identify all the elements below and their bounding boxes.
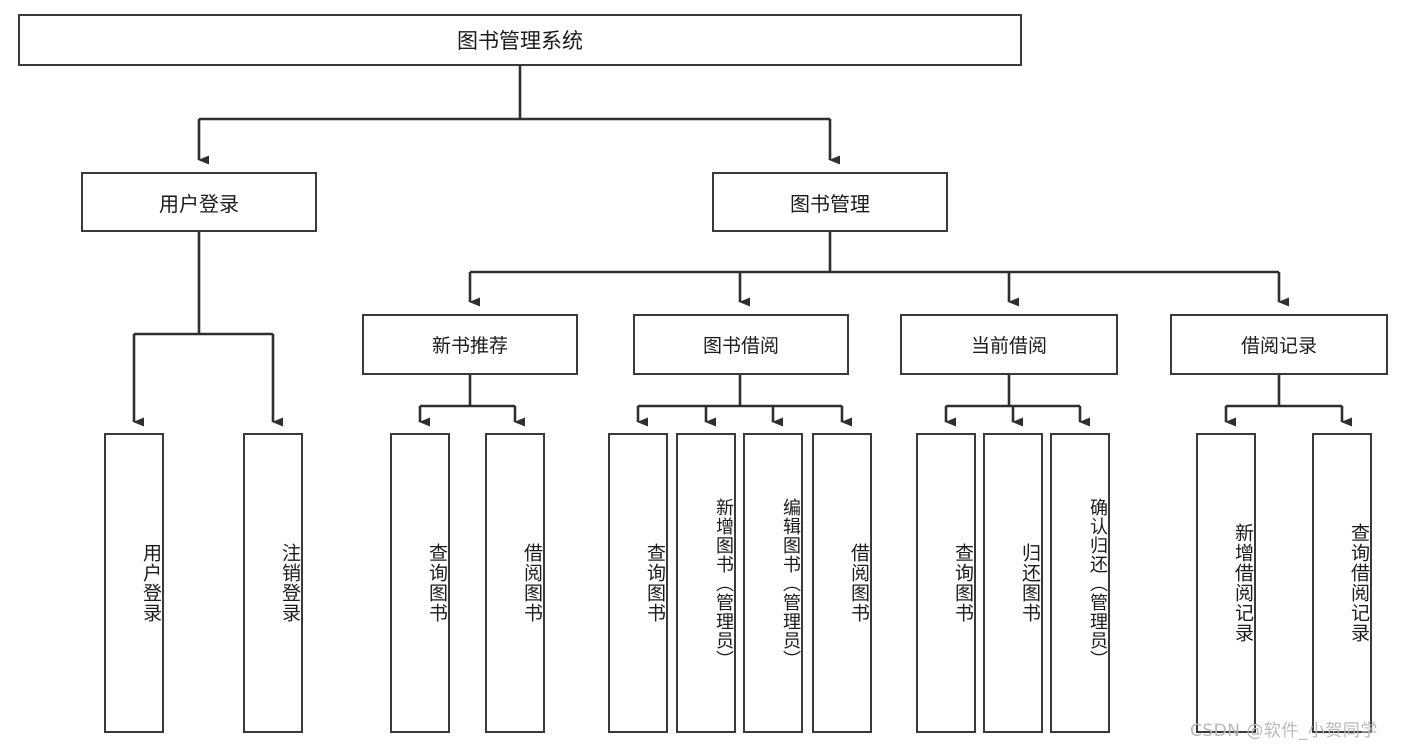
leaf-edit-book[interactable]: 编辑图书（管理员） xyxy=(743,433,803,733)
leaf-borrow-book-1[interactable]: 借阅图书 xyxy=(485,433,545,733)
leaf-return-book-label: 归还图书 xyxy=(1019,543,1041,623)
node-book-borrow-label: 图书借阅 xyxy=(702,335,779,357)
leaf-add-book-label: 新增图书（管理员） xyxy=(713,497,734,669)
leaf-query-book-3[interactable]: 查询图书 xyxy=(916,433,976,733)
node-book-manage[interactable]: 图书管理 xyxy=(712,172,948,232)
node-current-borrow[interactable]: 当前借阅 xyxy=(900,314,1118,375)
leaf-confirm-return[interactable]: 确认归还（管理员） xyxy=(1050,433,1110,733)
leaf-edit-book-label: 编辑图书（管理员） xyxy=(780,497,801,669)
leaf-add-record-label: 新增借阅记录 xyxy=(1232,523,1254,643)
leaf-confirm-return-label: 确认归还（管理员） xyxy=(1087,497,1108,669)
leaf-borrow-book-2-label: 借阅图书 xyxy=(848,543,870,623)
leaf-borrow-book-1-label: 借阅图书 xyxy=(521,543,543,623)
node-borrow-record[interactable]: 借阅记录 xyxy=(1170,314,1388,375)
leaf-logout-login[interactable]: 注销登录 xyxy=(243,433,303,733)
node-book-manage-label: 图书管理 xyxy=(790,191,870,216)
leaf-query-record-label: 查询借阅记录 xyxy=(1348,523,1370,643)
leaf-query-book-3-label: 查询图书 xyxy=(952,543,974,623)
leaf-query-book-2-label: 查询图书 xyxy=(644,543,666,623)
leaf-borrow-book-2[interactable]: 借阅图书 xyxy=(812,433,872,733)
leaf-user-login[interactable]: 用户登录 xyxy=(104,433,164,733)
node-new-book-recommend[interactable]: 新书推荐 xyxy=(362,314,578,375)
leaf-user-login-label: 用户登录 xyxy=(140,543,162,623)
leaf-logout-login-label: 注销登录 xyxy=(279,543,301,623)
node-book-borrow[interactable]: 图书借阅 xyxy=(633,314,849,375)
leaf-add-book[interactable]: 新增图书（管理员） xyxy=(676,433,736,733)
node-borrow-record-label: 借阅记录 xyxy=(1240,335,1317,357)
leaf-query-record[interactable]: 查询借阅记录 xyxy=(1312,433,1372,733)
leaf-return-book[interactable]: 归还图书 xyxy=(983,433,1043,733)
leaf-query-book-2[interactable]: 查询图书 xyxy=(608,433,668,733)
leaf-add-record[interactable]: 新增借阅记录 xyxy=(1196,433,1256,733)
node-user-login[interactable]: 用户登录 xyxy=(81,172,317,232)
node-root-system[interactable]: 图书管理系统 xyxy=(18,14,1022,66)
node-current-borrow-label: 当前借阅 xyxy=(970,335,1047,357)
node-root-label: 图书管理系统 xyxy=(457,29,583,53)
leaf-query-book-1[interactable]: 查询图书 xyxy=(390,433,450,733)
node-user-login-label: 用户登录 xyxy=(159,191,239,216)
leaf-query-book-1-label: 查询图书 xyxy=(426,543,448,623)
node-new-book-recommend-label: 新书推荐 xyxy=(431,335,508,357)
csdn-watermark: CSDN @软件_小贺同学 xyxy=(1190,721,1378,741)
